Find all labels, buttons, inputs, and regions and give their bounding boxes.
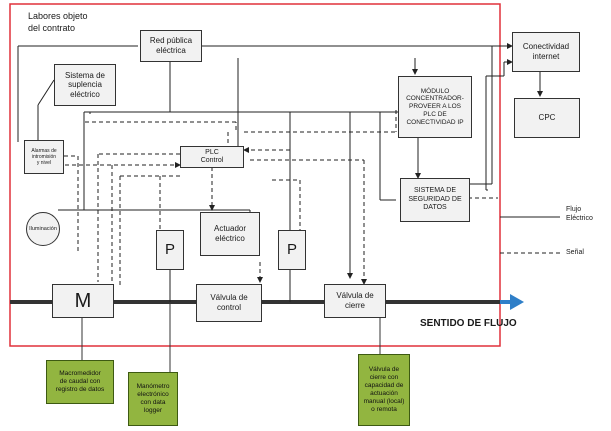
modulo-label: MÓDULO CONCENTRADOR- PROVEER A LOS PLC D… xyxy=(406,87,464,126)
note-manometro: Manómetro electrónico con data logger xyxy=(128,372,178,426)
actuador-label: Actuador eléctrico xyxy=(213,224,247,243)
legend-signal-label: Señal xyxy=(566,249,584,256)
cpc-box: CPC xyxy=(514,98,580,138)
note-manometro-text: Manómetro electrónico con data logger xyxy=(136,382,170,415)
note-macromedidor-text: Macromedidor de caudal con registro de d… xyxy=(55,369,105,394)
pressure-sensor-1-label: P xyxy=(164,241,175,258)
red-publica-box: Red pública eléctrica xyxy=(140,30,202,62)
seguridad-box: SISTEMA DE SEGURIDAD DE DATOS xyxy=(400,178,470,222)
valvula-cierre-label: Válvula de cierre xyxy=(336,291,374,310)
valvula-cierre-box: Válvula de cierre xyxy=(324,284,386,318)
red-publica-label: Red pública eléctrica xyxy=(149,36,193,55)
flow-meter-m-label: M xyxy=(74,290,92,312)
plc-label: PLC Control xyxy=(200,148,224,164)
conectividad-box: Conectividad internet xyxy=(512,32,580,72)
frame-title: Labores objeto del contrato xyxy=(28,11,88,34)
note-valvula-manual: Válvula de cierre con capacidad de actua… xyxy=(358,354,410,426)
conectividad-label: Conectividad internet xyxy=(522,42,570,61)
note-macromedidor: Macromedidor de caudal con registro de d… xyxy=(46,360,114,404)
pressure-sensor-1: P xyxy=(156,230,184,270)
note-valvula-manual-text: Válvula de cierre con capacidad de actua… xyxy=(363,365,405,414)
contract-frame xyxy=(9,3,501,347)
flow-arrow-head xyxy=(510,294,524,310)
alarmas-box: Alarmas de intromisión y nivel xyxy=(24,140,64,174)
cpc-label: CPC xyxy=(538,113,556,123)
flow-direction-label: SENTIDO DE FLUJO xyxy=(420,318,517,329)
legend-power-label: Flujo Eléctrico xyxy=(566,206,593,223)
valvula-control-label: Válvula de control xyxy=(210,293,248,312)
actuador-box: Actuador eléctrico xyxy=(200,212,260,256)
iluminacion-label: Iluminación xyxy=(29,226,57,232)
iluminacion-node: Iluminación xyxy=(26,212,60,246)
alarmas-label: Alarmas de intromisión y nivel xyxy=(31,148,57,166)
seguridad-label: SISTEMA DE SEGURIDAD DE DATOS xyxy=(408,187,462,212)
pressure-sensor-2-label: P xyxy=(286,241,297,258)
valvula-control-box: Válvula de control xyxy=(196,284,262,322)
power-lines xyxy=(17,43,543,302)
plc-box: PLC Control xyxy=(180,146,244,168)
suplencia-label: Sistema de suplencia eléctrico xyxy=(64,70,106,99)
modulo-box: MÓDULO CONCENTRADOR- PROVEER A LOS PLC D… xyxy=(398,76,472,138)
pressure-sensor-2: P xyxy=(278,230,306,270)
suplencia-box: Sistema de suplencia eléctrico xyxy=(54,64,116,106)
flow-meter-m: M xyxy=(52,284,114,318)
